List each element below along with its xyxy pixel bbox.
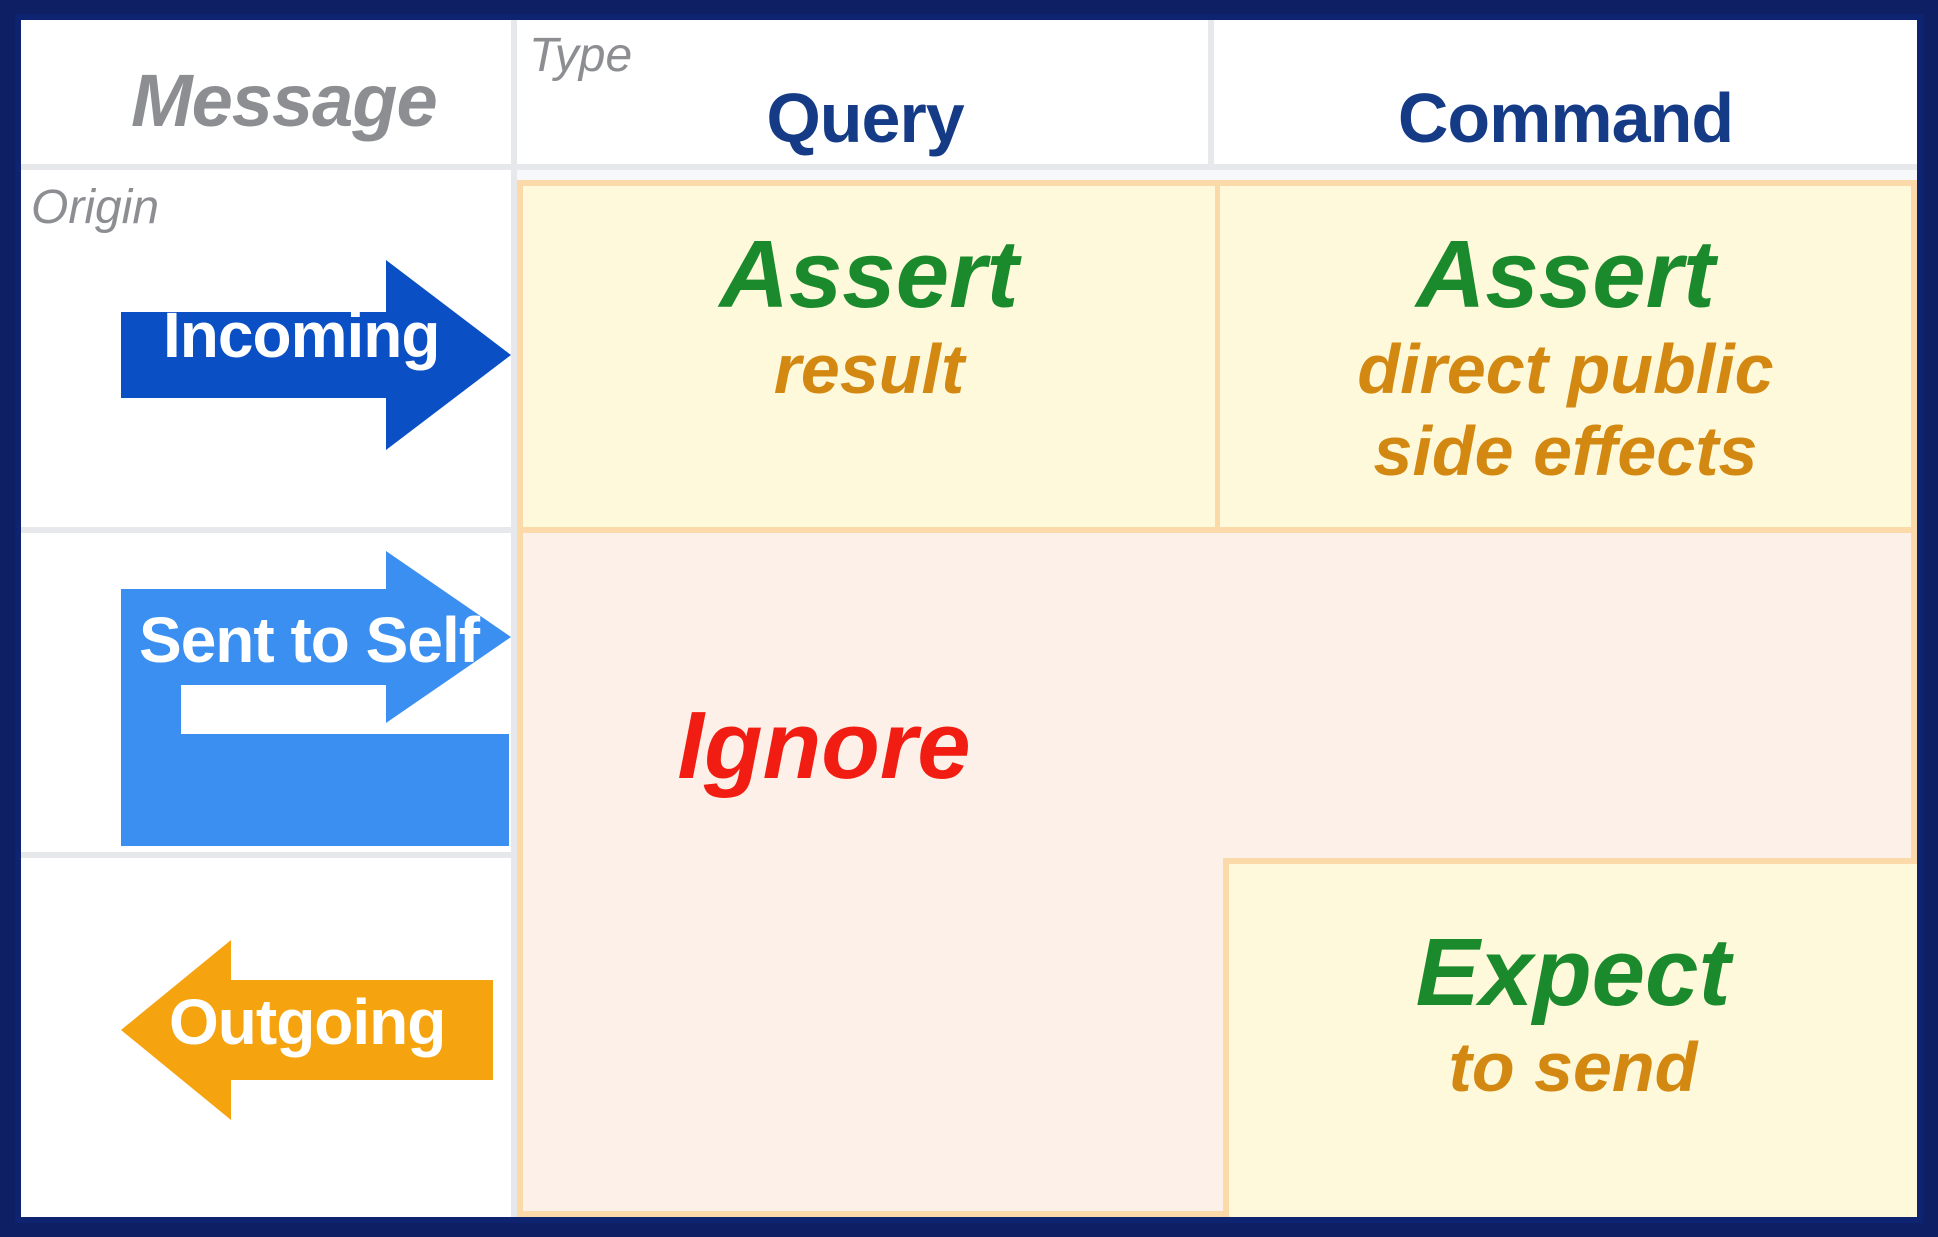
incoming-label: Incoming — [163, 299, 440, 371]
corner-header: Message — [21, 20, 517, 170]
loop-arrow-icon — [121, 551, 511, 846]
row-sent-to-self: Sent to Self — [21, 533, 517, 858]
query-header-label: Query — [766, 79, 964, 157]
ignore-title: Ignore — [677, 692, 971, 799]
outgoing-label: Outgoing — [169, 986, 446, 1058]
query-column-header: Type Query — [517, 20, 1214, 170]
outgoing-command-title: Expect — [1415, 919, 1731, 1026]
message-label: Message — [131, 59, 438, 142]
row-incoming: Origin Incoming — [21, 170, 517, 533]
incoming-query-cell: Assert result — [517, 180, 1219, 533]
command-column-header: Command — [1214, 20, 1917, 170]
row-outgoing: Outgoing — [21, 858, 517, 1217]
type-label: Type — [529, 29, 633, 82]
incoming-command-detail-1: direct public — [1357, 329, 1774, 408]
sent-to-self-label: Sent to Self — [139, 604, 480, 676]
incoming-command-title: Assert — [1416, 221, 1715, 328]
origin-label: Origin — [31, 181, 160, 234]
incoming-command-cell: Assert direct public side effects — [1216, 180, 1917, 533]
outgoing-command-detail: to send — [1448, 1027, 1698, 1106]
right-arrow-icon — [121, 260, 511, 450]
incoming-command-detail-2: side effects — [1373, 412, 1758, 491]
message-testing-grid: Message Type Query Command Origin Incomi… — [21, 20, 1917, 1217]
incoming-query-detail: result — [773, 329, 965, 408]
slide-frame: Message Type Query Command Origin Incomi… — [15, 14, 1923, 1223]
command-header-label: Command — [1397, 79, 1734, 157]
outgoing-command-cell: Expect to send — [1223, 858, 1917, 1217]
incoming-query-title: Assert — [719, 221, 1019, 328]
left-arrow-icon — [121, 940, 493, 1120]
